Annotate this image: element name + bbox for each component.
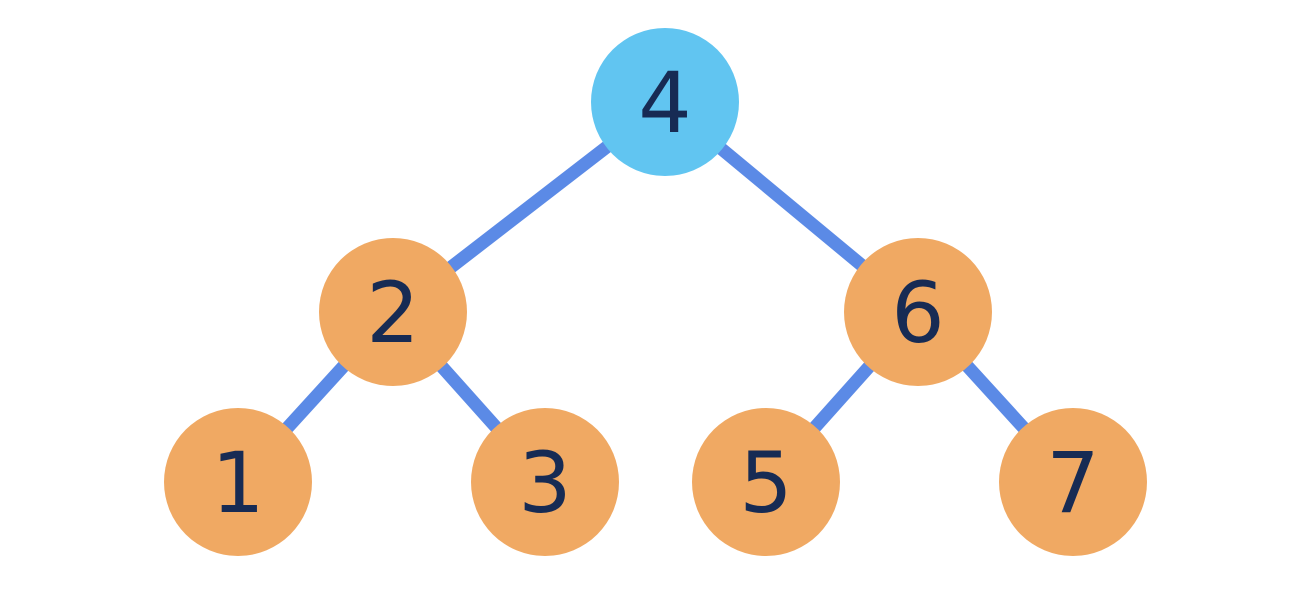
tree-node-5: 5 xyxy=(692,408,840,556)
tree-node-2: 2 xyxy=(319,238,467,386)
tree-node-circle-7 xyxy=(999,408,1147,556)
tree-node-circle-2 xyxy=(319,238,467,386)
tree-node-label-1: 1 xyxy=(211,434,264,532)
tree-node-label-5: 5 xyxy=(739,434,792,532)
tree-node-6: 6 xyxy=(844,238,992,386)
tree-node-circle-4 xyxy=(591,28,739,176)
tree-node-circle-6 xyxy=(844,238,992,386)
tree-node-circle-5 xyxy=(692,408,840,556)
tree-node-label-2: 2 xyxy=(366,264,419,362)
tree-node-7: 7 xyxy=(999,408,1147,556)
tree-node-3: 3 xyxy=(471,408,619,556)
tree-node-label-7: 7 xyxy=(1046,434,1099,532)
tree-node-circle-1 xyxy=(164,408,312,556)
tree-node-1: 1 xyxy=(164,408,312,556)
tree-node-label-4: 4 xyxy=(638,54,691,152)
tree-node-4: 4 xyxy=(591,28,739,176)
tree-node-circle-3 xyxy=(471,408,619,556)
tree-node-label-6: 6 xyxy=(891,264,944,362)
tree-node-label-3: 3 xyxy=(518,434,571,532)
